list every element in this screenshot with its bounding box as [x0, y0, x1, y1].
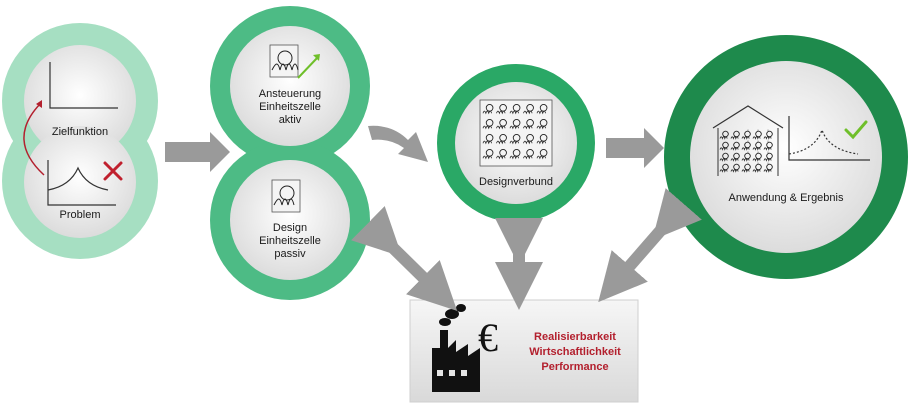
- economy-line-1: Realisierbarkeit: [534, 331, 616, 343]
- node-designverbund: [437, 64, 595, 222]
- economy-line-3: Performance: [541, 361, 609, 373]
- label-designverbund: Designverbund: [479, 176, 553, 188]
- label-design: Design Einheitszelle passiv: [259, 222, 321, 260]
- transition-curve-arrow: [23, 103, 45, 176]
- building-structure-icon: [712, 105, 784, 176]
- arrow-right-1: [165, 132, 230, 172]
- success-check-icon: [844, 120, 868, 140]
- node-einheitszelle: [210, 6, 370, 300]
- connector-einheitszelle-economy: [351, 206, 458, 311]
- target-function-graph-icon: [49, 62, 118, 109]
- problem-graph-icon: [47, 160, 116, 206]
- economy-box: [409, 299, 639, 403]
- active-unit-cell-icon: [269, 44, 320, 79]
- error-x-icon: [103, 161, 123, 181]
- label-zielfunktion: Zielfunktion: [51, 126, 109, 138]
- passive-unit-cell-icon: [271, 179, 301, 213]
- node-anwendung-ergebnis: [664, 35, 908, 279]
- euro-symbol: €: [478, 315, 498, 360]
- connector-anwendung-economy: [598, 188, 702, 303]
- arrow-right-3: [606, 128, 664, 168]
- label-problem: Problem: [59, 209, 101, 221]
- result-graph-icon: [788, 116, 870, 161]
- node-zielfunktion-problem: [2, 23, 158, 259]
- label-anwendung: Anwendung & Ergebnis: [728, 192, 844, 204]
- design-composite-grid-icon: [479, 99, 553, 167]
- label-ansteuerung: Ansteuerung Einheitszelle aktiv: [258, 88, 322, 126]
- factory-icon: [432, 304, 480, 392]
- economy-line-2: Wirtschaftlichkeit: [529, 346, 621, 358]
- arrow-curved-right-2: [368, 125, 428, 162]
